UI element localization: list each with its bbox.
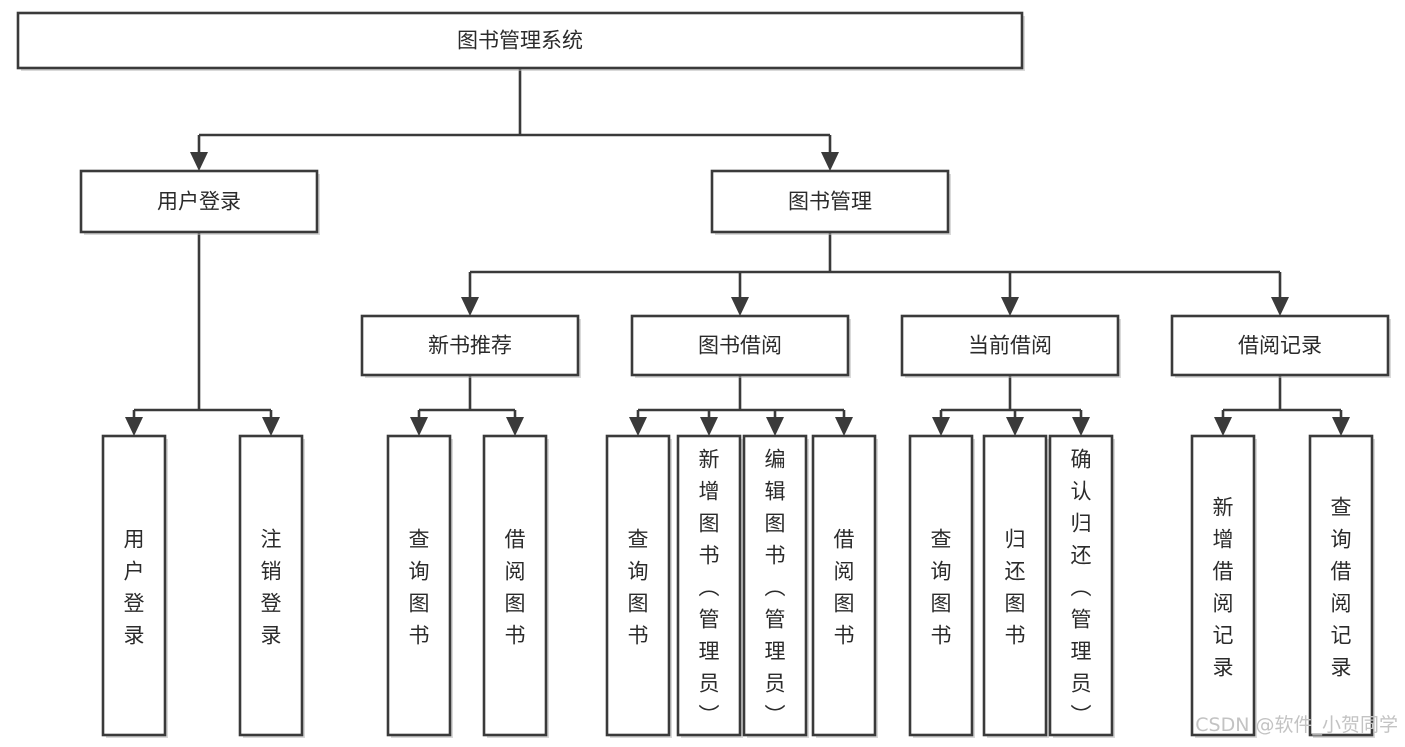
node-box[interactable] bbox=[1048, 434, 1114, 737]
node-book-manage[interactable]: 图书管理 bbox=[710, 169, 951, 235]
connector-layer bbox=[125, 68, 1350, 436]
node-box[interactable] bbox=[908, 434, 974, 737]
node-label: 新增借阅记录 bbox=[1213, 495, 1234, 679]
node-current-borrow[interactable]: 当前借阅 bbox=[900, 314, 1121, 378]
node-label: 用户登录 bbox=[124, 527, 145, 647]
node-label: 编辑图书︵管理员︶ bbox=[765, 447, 786, 727]
node-label: 新书推荐 bbox=[428, 334, 512, 358]
node-label: 当前借阅 bbox=[968, 334, 1052, 358]
node-label: 查询图书 bbox=[628, 527, 649, 647]
node-label: 图书借阅 bbox=[698, 334, 782, 358]
node-box[interactable] bbox=[238, 434, 304, 737]
node-box[interactable] bbox=[811, 434, 877, 737]
node-leaf-query-book-cur[interactable]: 查询图书 bbox=[908, 434, 975, 738]
node-borrow-record[interactable]: 借阅记录 bbox=[1170, 314, 1391, 378]
node-label: 新增图书︵管理员︶ bbox=[699, 447, 720, 727]
node-leaf-edit-book[interactable]: 编辑图书︵管理员︶ bbox=[742, 434, 809, 738]
node-leaf-user-login[interactable]: 用户登录 bbox=[101, 434, 168, 738]
node-label: 归还图书 bbox=[1005, 527, 1026, 647]
node-label: 图书管理 bbox=[788, 190, 872, 214]
node-leaf-borrow-book[interactable]: 借阅图书 bbox=[811, 434, 878, 738]
node-leaf-query-book-borrow[interactable]: 查询图书 bbox=[605, 434, 672, 738]
node-box[interactable] bbox=[900, 314, 1120, 377]
node-box[interactable] bbox=[605, 434, 671, 737]
node-box[interactable] bbox=[360, 314, 580, 377]
node-leaf-borrow-book-rec[interactable]: 借阅图书 bbox=[482, 434, 549, 738]
csdn-watermark: CSDN @软件_小贺同学 bbox=[1195, 714, 1398, 736]
node-box[interactable] bbox=[386, 434, 452, 737]
node-leaf-add-book[interactable]: 新增图书︵管理员︶ bbox=[676, 434, 743, 738]
node-box[interactable] bbox=[630, 314, 850, 377]
node-label: 查询图书 bbox=[409, 527, 430, 647]
node-book-borrow[interactable]: 图书借阅 bbox=[630, 314, 851, 378]
node-box[interactable] bbox=[982, 434, 1048, 737]
node-leaf-confirm-return[interactable]: 确认归还︵管理员︶ bbox=[1048, 434, 1115, 738]
node-box[interactable] bbox=[1308, 434, 1374, 737]
node-box[interactable] bbox=[1190, 434, 1256, 737]
node-label: 图书管理系统 bbox=[457, 29, 583, 53]
node-root[interactable]: 图书管理系统 bbox=[16, 11, 1025, 71]
node-box[interactable] bbox=[482, 434, 548, 737]
node-label: 注销登录 bbox=[261, 527, 282, 647]
node-label: 查询图书 bbox=[931, 527, 952, 647]
node-new-book-rec[interactable]: 新书推荐 bbox=[360, 314, 581, 378]
node-leaf-add-borrow-record[interactable]: 新增借阅记录 bbox=[1190, 434, 1257, 738]
node-box[interactable] bbox=[16, 11, 1024, 70]
node-box[interactable] bbox=[1170, 314, 1390, 377]
node-user-login[interactable]: 用户登录 bbox=[79, 169, 320, 235]
node-label: 借阅图书 bbox=[505, 527, 526, 647]
node-box[interactable] bbox=[742, 434, 808, 737]
node-box[interactable] bbox=[710, 169, 950, 234]
node-leaf-logout[interactable]: 注销登录 bbox=[238, 434, 305, 738]
node-label: 用户登录 bbox=[157, 190, 241, 214]
node-label: 借阅记录 bbox=[1238, 334, 1322, 358]
node-leaf-query-borrow-record[interactable]: 查询借阅记录 bbox=[1308, 434, 1375, 738]
node-box[interactable] bbox=[676, 434, 742, 737]
node-label: 确认归还︵管理员︶ bbox=[1071, 447, 1092, 727]
node-box[interactable] bbox=[101, 434, 167, 737]
node-label: 借阅图书 bbox=[834, 527, 855, 647]
node-leaf-query-book-rec[interactable]: 查询图书 bbox=[386, 434, 453, 738]
node-layer: 图书管理系统用户登录图书管理新书推荐图书借阅当前借阅借阅记录用户登录注销登录查询… bbox=[16, 11, 1391, 738]
node-leaf-return-book[interactable]: 归还图书 bbox=[982, 434, 1049, 738]
node-box[interactable] bbox=[79, 169, 319, 234]
node-label: 查询借阅记录 bbox=[1331, 495, 1352, 679]
